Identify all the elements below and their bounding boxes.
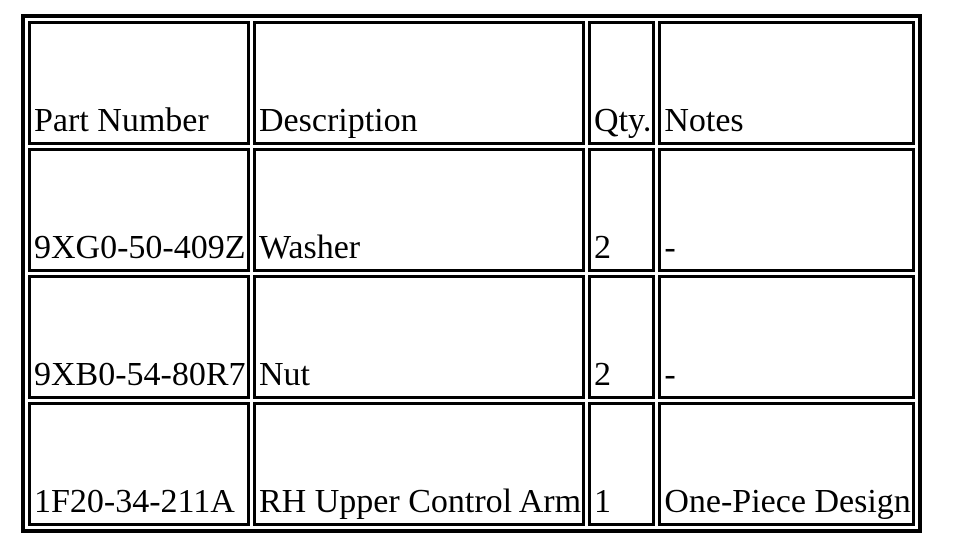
cell-description: RH Upper Control Arm — [253, 402, 586, 526]
table-row: 9XB0-54-80R7 Nut 2 - — [28, 275, 915, 399]
table-row: 1F20-34-211A RH Upper Control Arm 1 One-… — [28, 402, 915, 526]
header-cell-part-number: Part Number — [28, 21, 250, 145]
header-cell-notes: Notes — [658, 21, 915, 145]
cell-notes: One-Piece Design — [658, 402, 915, 526]
cell-qty: 1 — [588, 402, 656, 526]
cell-qty: 2 — [588, 148, 656, 272]
cell-notes: - — [658, 148, 915, 272]
table-row: 9XG0-50-409Z Washer 2 - — [28, 148, 915, 272]
cell-part-number: 9XG0-50-409Z — [28, 148, 250, 272]
cell-part-number: 9XB0-54-80R7 — [28, 275, 250, 399]
parts-table: Part Number Description Qty. Notes 9XG0-… — [21, 14, 922, 533]
header-cell-description: Description — [253, 21, 586, 145]
cell-qty: 2 — [588, 275, 656, 399]
cell-part-number: 1F20-34-211A — [28, 402, 250, 526]
cell-notes: - — [658, 275, 915, 399]
header-row: Part Number Description Qty. Notes — [28, 21, 915, 145]
header-cell-qty: Qty. — [588, 21, 656, 145]
cell-description: Washer — [253, 148, 586, 272]
cell-description: Nut — [253, 275, 586, 399]
